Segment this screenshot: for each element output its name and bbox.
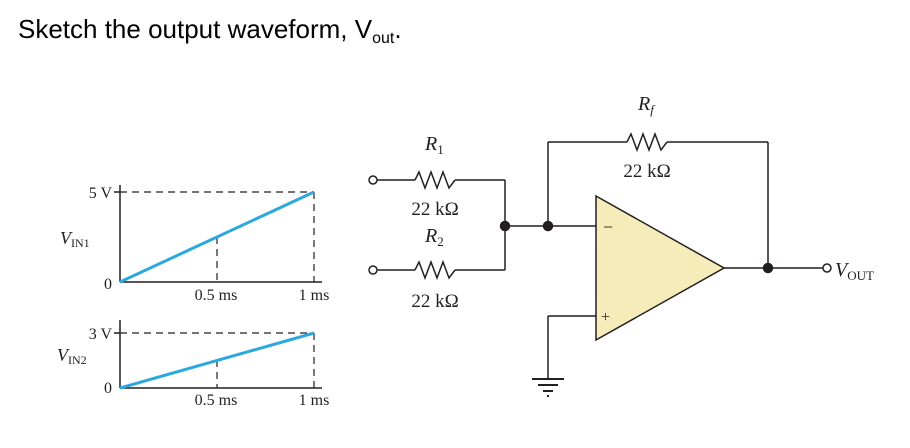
waveform-vin1: 5 V 0 0.5 ms 1 ms VIN1: [60, 185, 329, 304]
vin1-max-label: 5 V: [89, 185, 113, 202]
vout-label: VOUT: [835, 259, 874, 283]
question-title: Sketch the output waveform, Vout.: [18, 14, 402, 48]
summing-node-dot: [499, 220, 511, 232]
ground-icon: [532, 378, 564, 397]
rf-name: Rf: [637, 93, 656, 117]
vin2-max-label: 3 V: [89, 326, 113, 343]
vin2-tick-half: 0.5 ms: [195, 392, 238, 409]
vin1-tick-half: 0.5 ms: [195, 287, 238, 304]
vin2-zero-label: 0: [104, 380, 112, 397]
rf-resistor-icon: [626, 131, 668, 153]
r2-value: 22 kΩ: [411, 291, 458, 312]
vin1-name: VIN1: [60, 228, 90, 250]
opamp-triangle-icon: [595, 194, 726, 342]
vin1-ramp: [119, 190, 315, 284]
waveform-vin2: 3 V 0 0.5 ms 1 ms VIN2: [57, 320, 329, 409]
vin2-name: VIN2: [57, 345, 87, 367]
question-end: .: [394, 14, 402, 44]
vin1-tick-end: 1 ms: [299, 287, 330, 304]
inverting-input-sign: −: [603, 217, 613, 237]
vin2-tick-end: 1 ms: [299, 392, 330, 409]
rf-value: 22 kΩ: [623, 161, 670, 182]
r2-name: R2: [424, 225, 444, 249]
vin2-ramp: [119, 331, 315, 390]
noninverting-input-sign: +: [601, 309, 610, 326]
r1-name: R1: [424, 133, 444, 157]
r1-value: 22 kΩ: [411, 199, 458, 220]
r1-resistor-icon: [414, 169, 456, 191]
summing-amplifier: [368, 131, 832, 378]
output-terminal: [822, 263, 832, 273]
r1-input-terminal: [368, 175, 378, 185]
question-subscript: out: [372, 30, 395, 47]
r2-input-terminal: [368, 265, 378, 275]
output-node-dot: [762, 262, 774, 274]
vin1-zero-label: 0: [104, 276, 112, 293]
question-text: Sketch the output waveform, V: [18, 14, 373, 44]
r2-resistor-icon: [414, 259, 456, 281]
